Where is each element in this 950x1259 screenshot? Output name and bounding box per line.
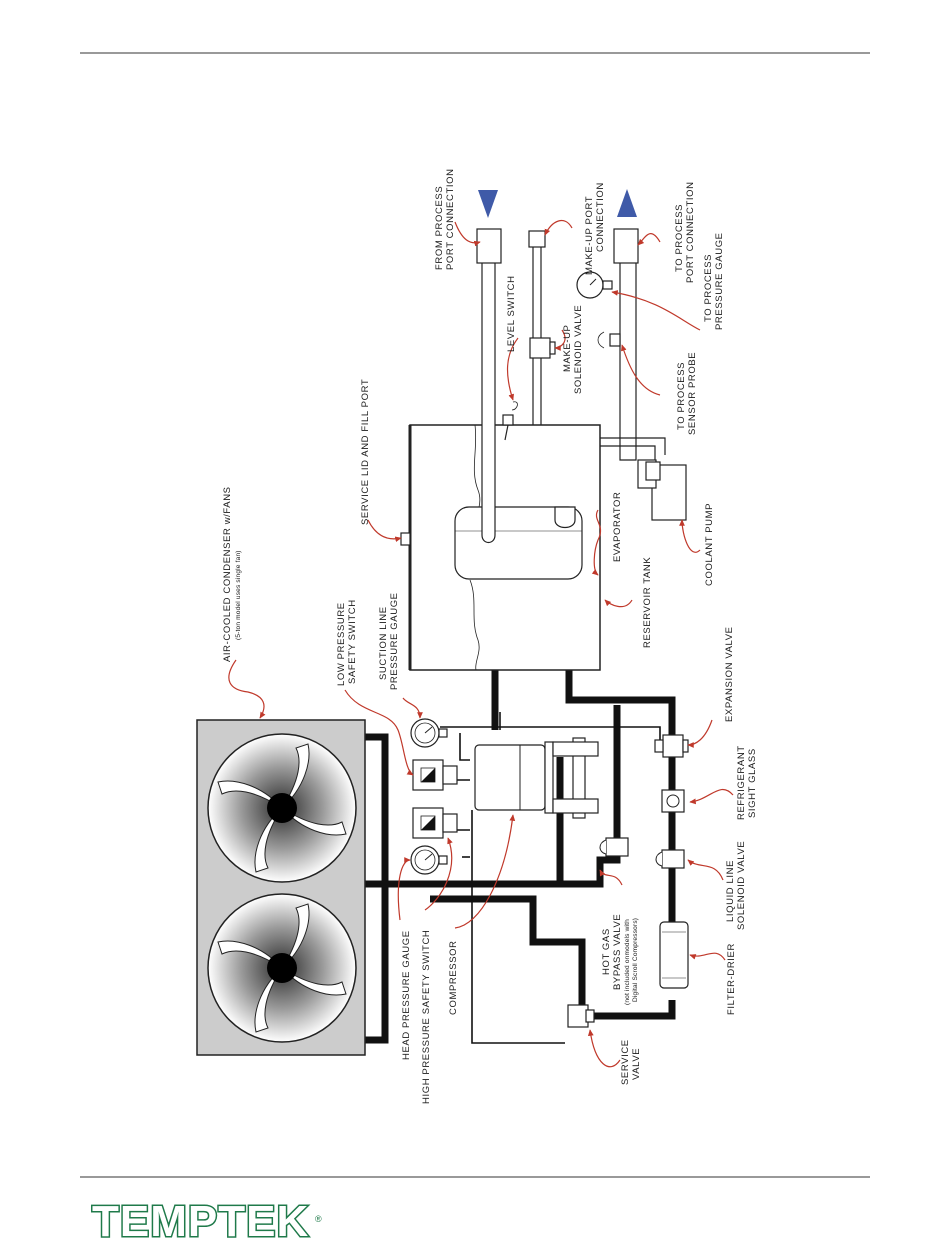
expansion-valve-icon — [654, 734, 689, 758]
label-evaporator: EVAPORATOR — [612, 492, 623, 562]
to-process-gauge-icon — [576, 271, 613, 299]
leader-lines — [228, 219, 734, 1068]
head-gauge-icon — [410, 845, 448, 875]
label-condenser: AIR-COOLED CONDENSER w/FANS — [222, 486, 233, 662]
label-to-process-port-l2: PORT CONNECTION — [685, 181, 696, 283]
process-piping — [476, 228, 666, 544]
filter-drier-icon — [659, 921, 689, 989]
logo-registered-mark: ® — [315, 1214, 322, 1224]
label-liquid-solenoid-l1: LIQUID LINE — [725, 860, 736, 922]
label-to-process-gauge-l2: PRESSURE GAUGE — [714, 232, 725, 330]
logo-text: TEMPTEK — [92, 1197, 309, 1246]
flow-in-arrow-icon — [478, 190, 498, 218]
label-low-pressure-l1: LOW PRESSURE — [336, 602, 347, 686]
sight-glass-icon — [661, 789, 685, 813]
label-high-pressure: HIGH PRESSURE SAFETY SWITCH — [421, 930, 432, 1104]
evaporator-icon — [454, 506, 583, 580]
label-suction-gauge-l1: SUCTION LINE — [378, 606, 389, 680]
from-process-port-icon — [476, 228, 502, 264]
label-hot-gas-l1: HOT GAS — [601, 928, 612, 975]
label-suction-gauge-l2: PRESSURE GAUGE — [389, 592, 400, 690]
label-compressor: COMPRESSOR — [448, 940, 459, 1015]
label-level-switch: LEVEL SWITCH — [506, 275, 517, 352]
hot-gas-valve-icon — [599, 837, 629, 857]
label-to-process-probe-l2: SENSOR PROBE — [687, 352, 698, 435]
fan-icon — [207, 733, 357, 883]
label-to-process-gauge-l1: TO PROCESS — [703, 254, 714, 322]
makeup-port-icon — [528, 230, 546, 248]
label-head-gauge: HEAD PRESSURE GAUGE — [401, 930, 412, 1060]
label-filter-drier: FILTER-DRIER — [726, 943, 737, 1015]
label-service-valve-l1: SERVICE — [620, 1039, 631, 1085]
liquid-solenoid-icon — [655, 849, 685, 869]
label-to-process-probe-l1: TO PROCESS — [676, 362, 687, 430]
low-pressure-switch-icon — [412, 759, 458, 791]
label-from-process-l2: PORT CONNECTION — [445, 168, 456, 270]
label-sight-glass-l1: REFRIGERANT — [736, 745, 747, 820]
label-coolant-pump: COOLANT PUMP — [704, 503, 715, 586]
label-hot-gas-note-l2: Digital Scroll Compressors) — [632, 918, 639, 1002]
label-from-process-l1: FROM PROCESS — [434, 186, 445, 270]
service-valve-icon — [567, 1004, 595, 1028]
fan-icon — [207, 893, 357, 1043]
label-hot-gas-note-l1: (not included onmodels with — [624, 919, 631, 1005]
compressor-icon — [474, 737, 599, 819]
label-service-lid: SERVICE LID AND FILL PORT — [360, 379, 371, 525]
label-reservoir: RESERVOIR TANK — [642, 557, 653, 648]
high-pressure-switch-icon — [412, 807, 458, 839]
label-low-pressure-l2: SAFETY SWITCH — [347, 599, 358, 684]
coolant-pump-icon — [637, 459, 687, 521]
label-to-process-port-l1: TO PROCESS — [674, 204, 685, 272]
label-makeup-solenoid-l1: MAKE-UP — [562, 325, 573, 372]
label-hot-gas-l2: BYPASS VALVE — [612, 914, 623, 990]
label-service-valve-l2: VALVE — [631, 1048, 642, 1080]
label-expansion-valve: EXPANSION VALVE — [724, 626, 735, 722]
temptek-logo: TEMPTEK ® — [91, 1196, 323, 1248]
label-makeup-port-l2: CONNECTION — [595, 182, 606, 252]
label-makeup-port-l1: MAKE-UP PORT — [584, 196, 595, 275]
suction-gauge-icon — [410, 718, 448, 748]
to-process-port-icon — [613, 228, 639, 264]
label-condenser-note: (5-ton model uses single fan) — [235, 550, 242, 640]
label-sight-glass-l2: SIGHT GLASS — [747, 748, 758, 818]
label-makeup-solenoid-l2: SOLENOID VALVE — [573, 305, 584, 394]
label-liquid-solenoid-l2: SOLENOID VALVE — [736, 841, 747, 930]
makeup-solenoid-icon — [529, 337, 551, 359]
sensor-probe-icon — [597, 331, 621, 349]
level-switch-icon — [502, 401, 518, 441]
service-lid-icon — [400, 532, 411, 546]
flow-out-arrow-icon — [617, 189, 637, 217]
